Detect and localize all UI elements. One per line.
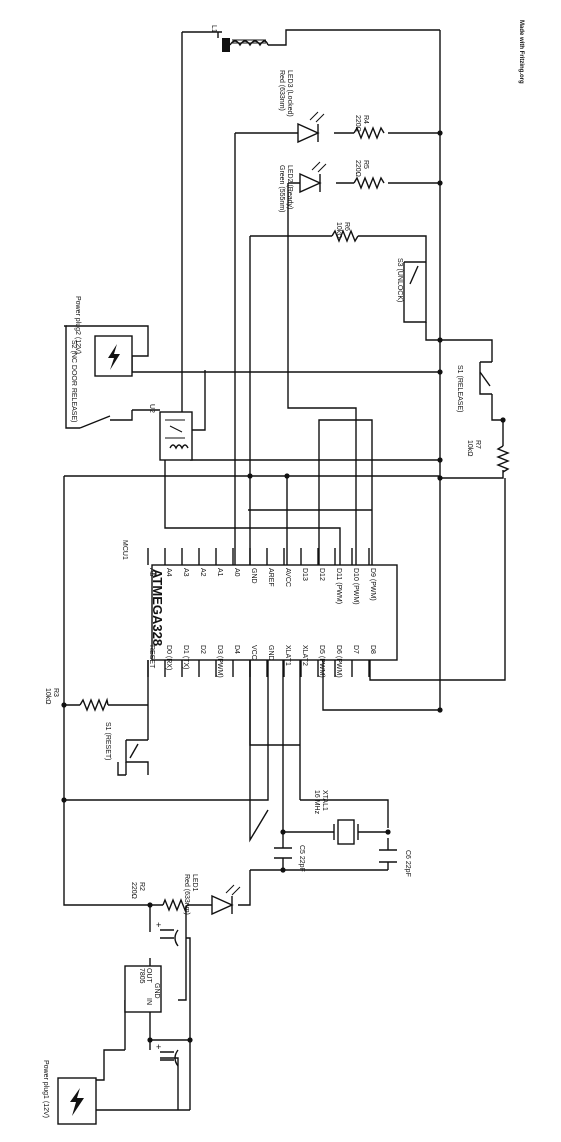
label-c6: C6 22pF xyxy=(404,850,411,877)
label-reg: 7805 xyxy=(138,968,145,984)
led1: LED1 Red (633nm) xyxy=(183,874,241,916)
label-r6: R6 xyxy=(343,222,350,231)
pin-label-d5: D5 (PWM) xyxy=(318,645,325,678)
mcu-bottom-pins xyxy=(147,660,370,677)
pin-label-d1: D1 (TX) xyxy=(182,645,189,670)
label-r7: R7 xyxy=(474,440,481,449)
capacitor-electrolytic-top: + xyxy=(156,920,179,947)
label-r3: R3 xyxy=(52,688,59,697)
label-reg-gnd: GND xyxy=(153,983,160,999)
label-led1-spec: Red (633nm) xyxy=(183,874,190,915)
label-r3-val: 10kΩ xyxy=(44,688,51,705)
label-reg-out: OUT xyxy=(145,968,152,984)
switch-s2-door-release: S2 (NC DOOR RELEASE) xyxy=(65,340,133,429)
label-c5: C5 22pF xyxy=(298,845,305,872)
capacitor-electrolytic-bottom: + xyxy=(156,1042,179,1067)
label-reg-in: IN xyxy=(145,998,152,1005)
label-r7-val: 10kΩ xyxy=(466,440,473,457)
label-l1: L1 xyxy=(210,25,217,33)
label-cap-plus-top: + xyxy=(156,920,161,930)
label-s3: S3 (UNLOCK) xyxy=(396,258,403,302)
pin-label-d6: D6 (PWM) xyxy=(335,645,342,678)
label-led2-spec: Green (555nm) xyxy=(278,165,285,212)
resistor-r3: R3 10kΩ xyxy=(44,688,109,712)
pin-label-d0: D0 (RX) xyxy=(165,645,172,670)
label-r4-val: 220Ω xyxy=(354,115,361,132)
resistor-r2: R2 220Ω xyxy=(130,882,188,912)
pin-label-xlat2: XLAT2 xyxy=(301,645,308,666)
label-r5: R5 xyxy=(362,160,369,169)
pin-label-a0: A0 xyxy=(233,568,240,577)
pin-label-d13: D13 xyxy=(301,568,308,581)
pin-label-a5: A5 xyxy=(148,568,155,577)
label-s1-reset: S1 (RESET) xyxy=(104,722,111,761)
label-cap-plus-bottom: + xyxy=(156,1042,161,1052)
pin-label-xlat1: XLAT1 xyxy=(284,645,291,666)
pin-label-a4: A4 xyxy=(165,568,172,577)
switch-s1-reset: S1 (RESET) xyxy=(104,722,149,776)
pin-label-d11: D11 (PWM) xyxy=(335,568,342,604)
pin-label-avcc: AVCC xyxy=(284,568,291,587)
label-s2: S2 (NC DOOR RELEASE) xyxy=(70,340,77,422)
pin-label-a1: A1 xyxy=(216,568,223,577)
label-r2: R2 xyxy=(138,882,145,891)
wires xyxy=(63,29,506,1111)
label-mcu-ref: MCU1 xyxy=(121,540,128,560)
relay-u2: U2 xyxy=(148,404,193,461)
pin-label-d8: D8 xyxy=(369,645,376,654)
regulator-7805: 7805 IN GND OUT xyxy=(124,965,162,1013)
resistor-r4: R4 220Ω xyxy=(353,115,385,140)
switch-s1-release: S1 (RELEASE) xyxy=(456,361,492,412)
pin-label-d9: D9 (PWM) xyxy=(369,568,376,601)
label-u2: U2 xyxy=(148,404,155,413)
switch-s3-unlock: S3 (UNLOCK) xyxy=(396,258,426,302)
label-mcu-chip: ATMEGA328 xyxy=(150,569,165,646)
label-r4: R4 xyxy=(362,115,369,124)
label-led2: LED2 (Ready) xyxy=(286,165,293,209)
fritzing-watermark: Made with Fritzing.org xyxy=(518,20,524,84)
pin-label-d12: D12 xyxy=(318,568,325,581)
label-led1: LED1 xyxy=(191,874,198,892)
resistor-r7: R7 10kΩ xyxy=(466,440,510,473)
label-r5-val: 220Ω xyxy=(354,160,361,177)
led2-ready: LED2 (Ready) Green (555nm) xyxy=(278,161,327,212)
pin-label-gnd-right: GND xyxy=(250,568,257,584)
label-plug2: Power plug2 (12V) xyxy=(74,296,81,354)
led3-locked: LED3 (Locked) Red (633nm) xyxy=(278,70,325,144)
capacitor-c5: C5 22pF xyxy=(274,845,305,872)
pin-label-gnd-left: GND xyxy=(267,645,274,661)
label-xtal-val: 16 MHz xyxy=(313,790,320,815)
label-r6-val: 10kΩ xyxy=(335,222,342,239)
pin-label-a3: A3 xyxy=(182,568,189,577)
label-xtal: XTAL1 xyxy=(321,790,328,811)
crystal-xtal1: XTAL1 16 MHz xyxy=(313,790,359,845)
pin-label-d2: D2 xyxy=(199,645,206,654)
pin-label-d10: D10 (PWM) xyxy=(352,568,359,605)
pin-label-vcc: VCC xyxy=(250,645,257,660)
pin-label-d7: D7 xyxy=(352,645,359,654)
resistor-r5: R5 220Ω xyxy=(353,160,385,190)
inductor-l1: L1 xyxy=(210,25,269,52)
power-plug1: Power plug1 (12V) xyxy=(42,1060,97,1125)
label-plug1: Power plug1 (12V) xyxy=(42,1060,49,1118)
pin-label-reset: RESET xyxy=(148,645,155,669)
capacitor-c6: C6 22pF xyxy=(379,849,411,877)
label-s1-release: S1 (RELEASE) xyxy=(456,365,463,412)
pin-label-a2: A2 xyxy=(199,568,206,577)
mcu-atmega328: MCU1 ATMEGA328 RESET D0 (RX) D1 (TX) D2 … xyxy=(121,540,398,678)
pin-label-d4: D4 xyxy=(233,645,240,654)
label-led3-spec: Red (633nm) xyxy=(278,70,285,111)
label-r2-val: 220Ω xyxy=(130,882,137,899)
resistor-r6: R6 10kΩ xyxy=(331,222,359,243)
power-plug2: Power plug2 (12V) xyxy=(66,296,149,377)
label-led3: LED3 (Locked) xyxy=(286,70,293,117)
mcu-top-pins xyxy=(147,548,370,565)
pin-label-d3: D3 (PWM) xyxy=(216,645,223,678)
pin-label-aref: AREF xyxy=(267,568,274,587)
